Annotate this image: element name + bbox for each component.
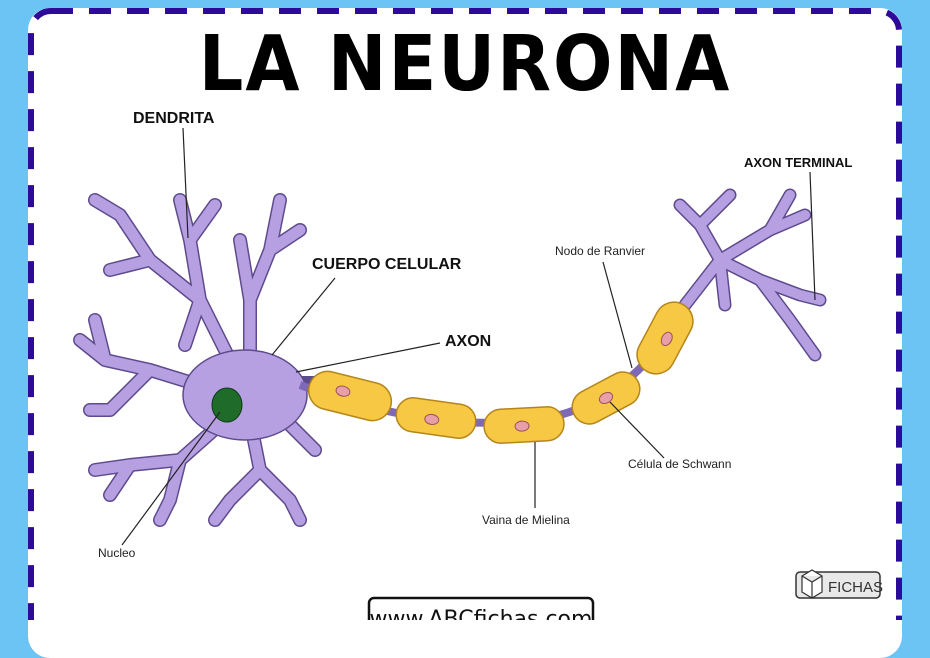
- cell-body: [182, 349, 308, 441]
- label-nodo-ranvier: Nodo de Ranvier: [555, 244, 645, 258]
- axon-terminal: [673, 188, 827, 362]
- website-link[interactable]: www.ABCfichas.com: [370, 607, 593, 620]
- website-tag[interactable]: www.ABCfichas.com: [367, 596, 595, 620]
- logo-text: FICHAS: [828, 579, 883, 596]
- dashed-border: [28, 8, 902, 620]
- neuron-diagram: LA NEURONA: [28, 8, 902, 620]
- dendrites: [73, 193, 334, 527]
- label-celula-schwann: Célula de Schwann: [628, 457, 731, 471]
- page-title: LA NEURONA: [199, 20, 732, 109]
- label-axon-terminal: AXON TERMINAL: [744, 155, 852, 170]
- label-nucleo: Nucleo: [98, 546, 136, 560]
- myelin-sheath: [307, 301, 694, 444]
- label-vaina-mielina: Vaina de Mielina: [482, 513, 570, 527]
- abcfichas-logo: FICHAS: [795, 569, 883, 599]
- label-cuerpo-celular: CUERPO CELULAR: [312, 256, 462, 273]
- worksheet-card: [28, 8, 902, 658]
- label-axon: AXON: [445, 333, 491, 350]
- pointer-lines: [121, 127, 816, 546]
- label-dendrita: DENDRITA: [133, 110, 215, 127]
